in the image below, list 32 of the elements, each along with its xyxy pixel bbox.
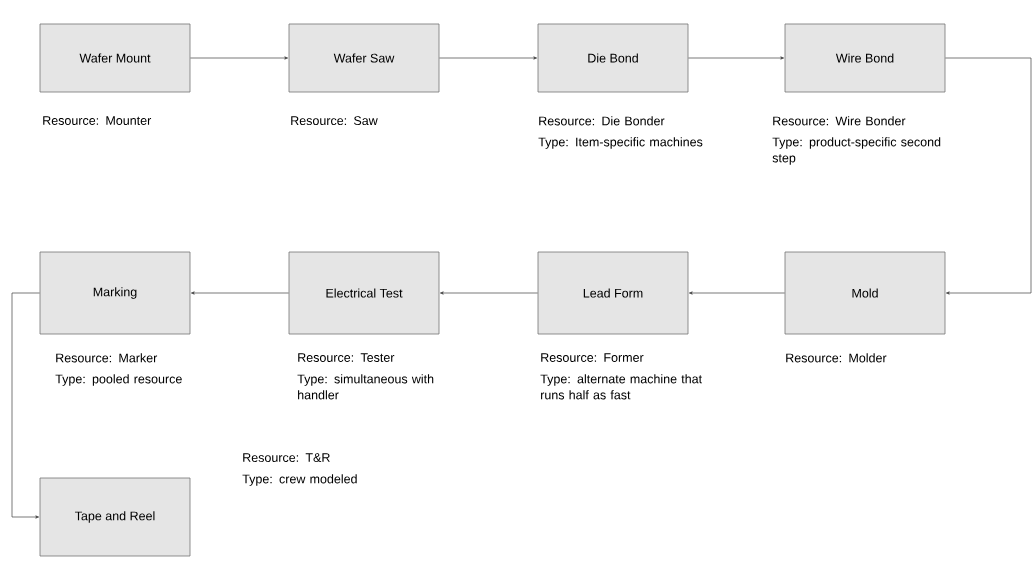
resource-note: Resource: Mounter xyxy=(43,116,152,125)
resource-note: Resource: Marker xyxy=(56,353,158,363)
arrow xyxy=(689,291,785,295)
process-box: Lead Form xyxy=(537,251,689,335)
resource-note: Resource: Die Bonder xyxy=(539,116,665,126)
arrow xyxy=(688,56,784,60)
process-box: Wafer Mount xyxy=(39,23,191,93)
resource-note: Type: pooled resource xyxy=(55,374,182,386)
resource-note: Resource: Former xyxy=(541,353,644,362)
process-box: Wafer Saw xyxy=(288,23,440,93)
resource-note: Type: alternate machine that runs half as fast xyxy=(540,374,702,400)
resource-note: Resource: T&R xyxy=(243,453,330,462)
resource-note: Resource: Wire Bonder xyxy=(773,116,906,126)
arrow xyxy=(945,57,1032,295)
arrow xyxy=(191,291,289,295)
process-box: Mold xyxy=(784,251,946,335)
arrow xyxy=(439,56,537,60)
process-box: Die Bond xyxy=(537,23,689,93)
resource-note: Type: crew modeled xyxy=(242,474,357,486)
process-box: Marking xyxy=(39,251,191,335)
arrow xyxy=(440,291,538,295)
resource-note: Type: product-specific second step xyxy=(772,137,941,165)
resource-note: Resource: Molder xyxy=(786,353,887,363)
arrow xyxy=(190,56,288,60)
resource-note: Resource: Tester xyxy=(298,353,395,362)
process-box: Tape and Reel xyxy=(39,477,191,557)
resource-note: Resource: Saw xyxy=(291,116,378,126)
process-box: Electrical Test xyxy=(288,251,440,335)
resource-note: Type: simultaneous with handler xyxy=(297,374,434,400)
arrow xyxy=(11,292,40,519)
resource-note: Type: Item-specific machines xyxy=(538,137,703,149)
process-box: Wire Bond xyxy=(784,23,946,93)
